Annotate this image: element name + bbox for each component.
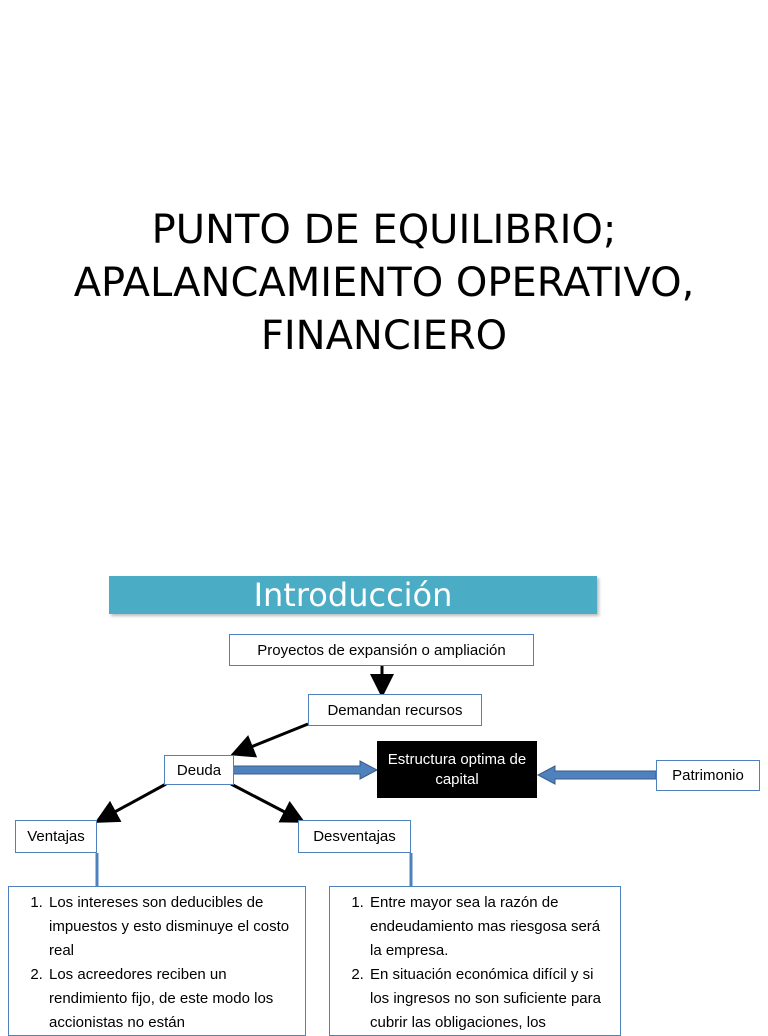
node-demandan: Demandan recursos (308, 694, 482, 726)
arrow-deuda-desventajas (230, 782, 306, 823)
title-line-1: PUNTO DE EQUILIBRIO; (151, 207, 617, 253)
arrow-deuda-estructura (231, 760, 379, 780)
intro-heading: Introducción (109, 576, 597, 614)
arrow-patrimonio-estructura (536, 765, 657, 785)
title-line-3: FINANCIERO (260, 313, 508, 359)
desventajas-item-2: En situación económica difícil y si los … (368, 963, 614, 1035)
ventajas-item-1: Los intereses son deducibles de impuesto… (47, 891, 299, 963)
node-deuda: Deuda (164, 755, 234, 785)
desventajas-list: Entre mayor sea la razón de endeudamient… (329, 886, 621, 1036)
ventajas-item-2: Los acreedores reciben un rendimiento fi… (47, 963, 299, 1035)
desventajas-item-1: Entre mayor sea la razón de endeudamient… (368, 891, 614, 963)
ventajas-list: Los intereses son deducibles de impuesto… (8, 886, 306, 1036)
slide-title: PUNTO DE EQUILIBRIO; APALANCAMIENTO OPER… (40, 204, 728, 363)
node-patrimonio: Patrimonio (656, 760, 760, 791)
node-desventajas: Desventajas (298, 820, 411, 853)
title-line-2: APALANCAMIENTO OPERATIVO, (73, 260, 695, 306)
arrow-demandan-deuda (230, 722, 309, 758)
arrow-deuda-ventajas (94, 782, 167, 823)
node-estructura: Estructura optima de capital (377, 741, 537, 798)
node-proyectos: Proyectos de expansión o ampliación (229, 634, 534, 666)
node-ventajas: Ventajas (15, 820, 97, 853)
